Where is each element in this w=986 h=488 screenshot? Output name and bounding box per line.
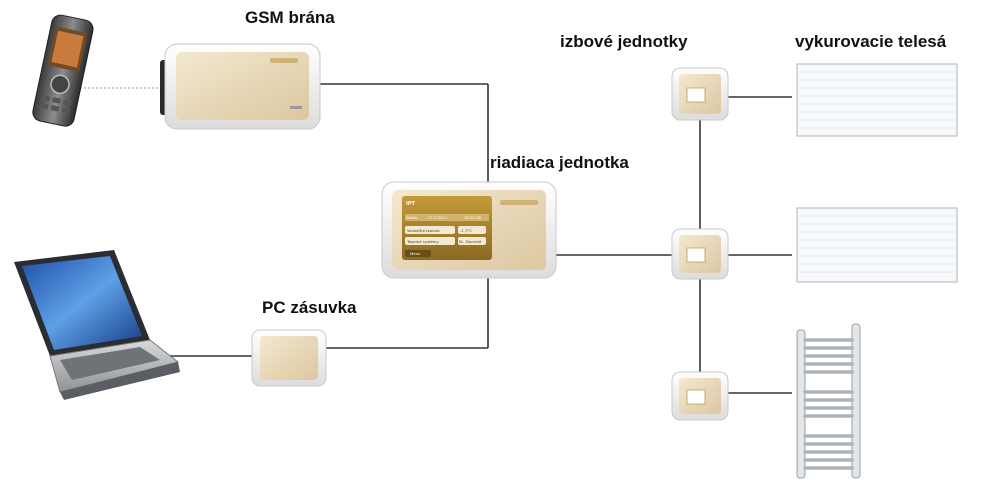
panel-heater-2 [796,207,958,283]
screen-row1-value: -1,7°C [460,228,472,233]
screen-date: 27.1.2011 [428,215,448,220]
gsm-gateway-label: GSM brána [245,8,335,27]
room-units-label: izbové jednotky [560,32,688,51]
screen-day: Piatok [406,215,418,220]
control-unit-device [381,181,557,279]
pc-socket-label: PC zásuvka [262,298,357,317]
screen-time: 10:31:36 [464,215,482,220]
control-screen-text: IPT Piatok 27.1.2011 10:31:36 Vonkajšia … [406,201,482,256]
screen-menu: Menu [410,251,421,256]
room-unit-1 [671,67,729,121]
room-unit-2 [671,228,729,280]
room-unit-3 [671,371,729,421]
pc-socket-device [251,329,327,387]
towel-radiator [796,323,861,479]
screen-brand: IPT [406,201,416,207]
laptop-icon [14,250,180,400]
connection-lines [170,83,792,394]
screen-row2-label: Tepelné systémy [406,239,439,244]
screen-row2-value: St. Zapnuté [459,239,482,244]
control-unit-label: riadiaca jednotka [490,153,629,172]
heaters-label: vykurovacie telesá [795,32,947,51]
screen-row1-label: Vonkajšia teplota [407,228,440,233]
panel-heater-1 [796,63,958,137]
gsm-gateway-device [160,43,321,130]
mobile-phone-icon [32,14,94,127]
